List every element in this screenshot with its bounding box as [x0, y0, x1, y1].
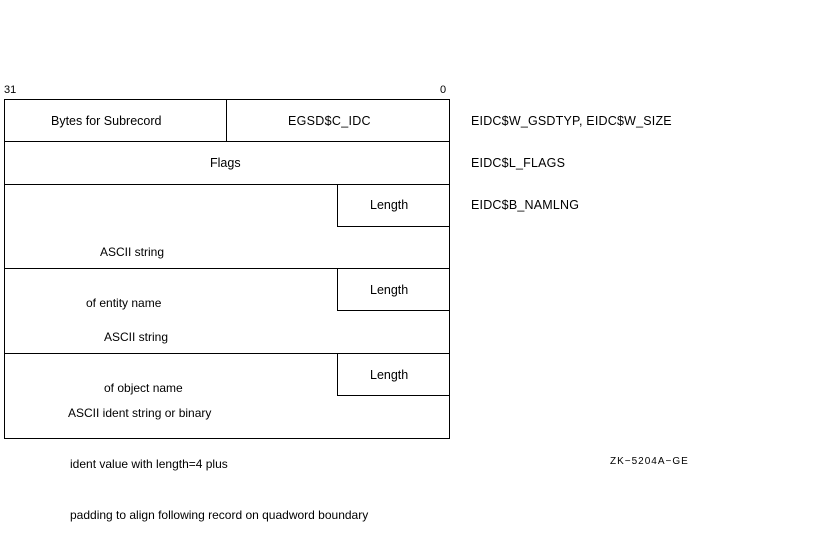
length-box-object — [337, 268, 450, 311]
entity-name-line2: of entity name — [86, 296, 162, 310]
ident-value-cell: ASCII ident string or binary ident value… — [68, 371, 368, 541]
length-box-entity — [337, 184, 450, 227]
bit-31-label: 31 — [4, 84, 17, 96]
row-divider — [4, 184, 450, 185]
ident-line3: padding to align following record on qua… — [70, 508, 369, 522]
field-name-namlng: EIDC$B_NAMLNG — [471, 198, 580, 212]
row-divider — [4, 353, 450, 354]
length-label-ident: Length — [370, 368, 409, 382]
bit-0-label: 0 — [440, 84, 447, 96]
flags-cell: Flags — [210, 156, 241, 170]
ident-line1: ASCII ident string or binary — [68, 406, 212, 420]
figure-id: ZK−5204A−GE — [610, 456, 689, 467]
egsd-c-idc-cell: EGSD$C_IDC — [288, 114, 371, 128]
entity-name-cell: ASCII string of entity name — [86, 210, 165, 329]
length-label-object: Length — [370, 283, 409, 297]
field-name-flags: EIDC$L_FLAGS — [471, 156, 566, 170]
entity-name-line1: ASCII string — [100, 245, 165, 259]
bytes-for-subrecord-cell: Bytes for Subrecord — [51, 114, 162, 128]
object-name-line1: ASCII string — [104, 330, 169, 344]
ident-line2: ident value with length=4 plus — [70, 457, 228, 471]
object-name-cell: ASCII string of object name — [104, 295, 183, 414]
column-divider — [226, 99, 227, 141]
row-divider — [4, 268, 450, 269]
object-name-line2: of object name — [104, 381, 183, 395]
length-box-ident — [337, 353, 450, 396]
length-label-entity: Length — [370, 198, 409, 212]
row-divider — [4, 141, 450, 142]
field-name-gsdtyp-size: EIDC$W_GSDTYP, EIDC$W_SIZE — [471, 114, 672, 128]
